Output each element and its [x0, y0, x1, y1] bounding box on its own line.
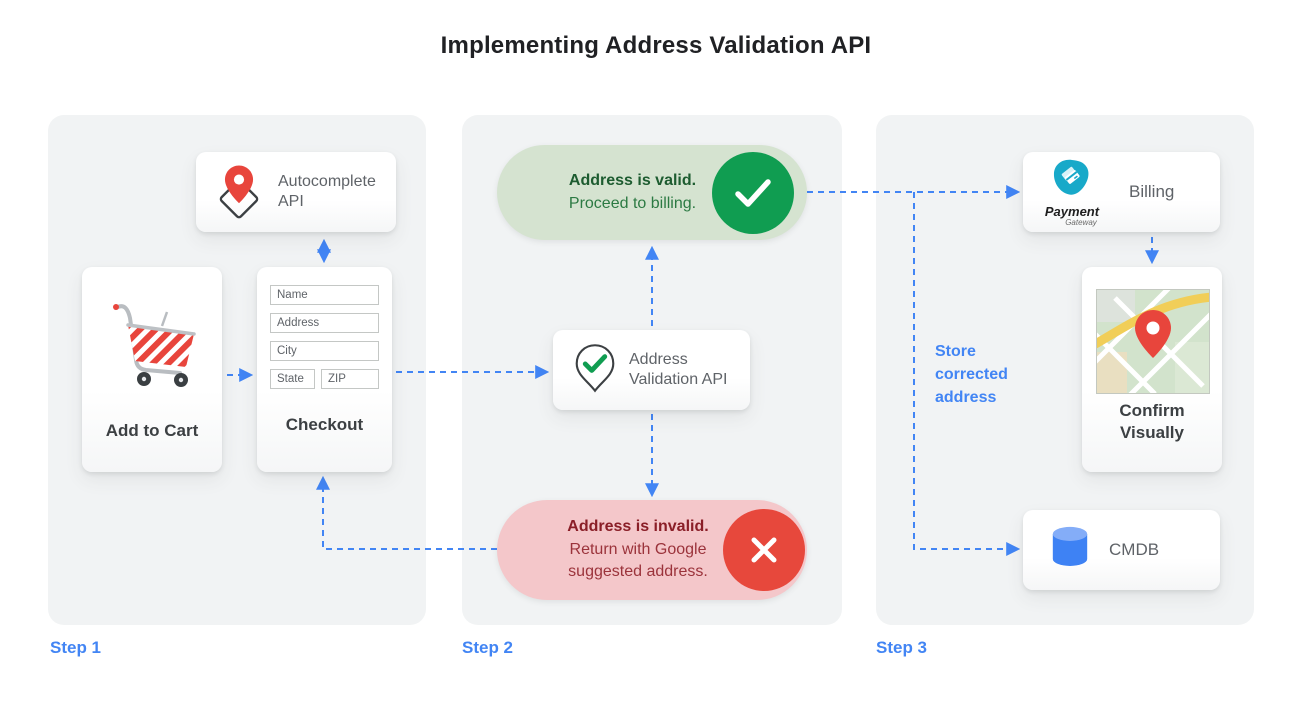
address-validation-api-card: Address Validation API	[553, 330, 750, 410]
step2-label: Step 2	[462, 638, 514, 657]
store-corrected-address-note: Store corrected address	[935, 343, 1008, 407]
checkout-field-address: Address	[270, 313, 379, 333]
check-icon	[712, 151, 794, 234]
shopping-cart-icon	[104, 292, 200, 393]
cmdb-label: CMDB	[1109, 540, 1160, 560]
checkout-field-name: Name	[270, 285, 379, 305]
page-title: Implementing Address Validation API	[440, 32, 872, 59]
payment-logo-title: Payment	[1044, 203, 1100, 219]
address-validation-api-label: Address Validation API	[629, 351, 728, 388]
map-thumbnail	[1087, 280, 1213, 402]
step1-label: Step 1	[50, 638, 102, 657]
valid-pill-title: Address is valid.	[568, 172, 697, 190]
billing-card: Payment Gateway Billing	[1023, 152, 1220, 232]
add-to-cart-card: Add to Cart	[82, 267, 222, 472]
x-icon	[723, 509, 805, 591]
checkout-field-state: State	[270, 369, 315, 389]
checkout-field-zip: ZIP	[321, 369, 379, 389]
confirm-visually-card: Confirm Visually	[1082, 267, 1222, 472]
pin-check-icon	[569, 342, 621, 399]
autocomplete-api-card: Autocomplete API	[196, 152, 396, 232]
address-valid-pill: Address is valid. Proceed to billing.	[497, 145, 807, 240]
confirm-visually-label: Confirm Visually	[1119, 400, 1185, 442]
invalid-pill-subtitle: Return with Google suggested address.	[568, 540, 708, 581]
checkout-field-city: City	[270, 341, 379, 361]
checkout-label: Checkout	[285, 414, 364, 434]
checkout-card: Name Address City State ZIP Checkout	[257, 267, 392, 472]
invalid-pill-title: Address is invalid.	[567, 518, 709, 536]
payment-gateway-logo: Payment Gateway	[1033, 158, 1111, 227]
database-icon	[1045, 524, 1095, 577]
payment-logo-subtitle: Gateway	[1065, 217, 1097, 227]
add-to-cart-label: Add to Cart	[105, 420, 199, 440]
step3-label: Step 3	[876, 638, 928, 657]
billing-label: Billing	[1129, 182, 1175, 202]
valid-pill-subtitle: Proceed to billing.	[568, 194, 697, 212]
address-invalid-pill: Address is invalid. Return with Google s…	[497, 500, 807, 600]
cmdb-card: CMDB	[1023, 510, 1220, 590]
autocomplete-api-label: Autocomplete API	[278, 173, 376, 210]
map-pin-diamond-icon	[210, 161, 268, 224]
checkout-form: Name Address City State ZIP	[270, 285, 379, 397]
